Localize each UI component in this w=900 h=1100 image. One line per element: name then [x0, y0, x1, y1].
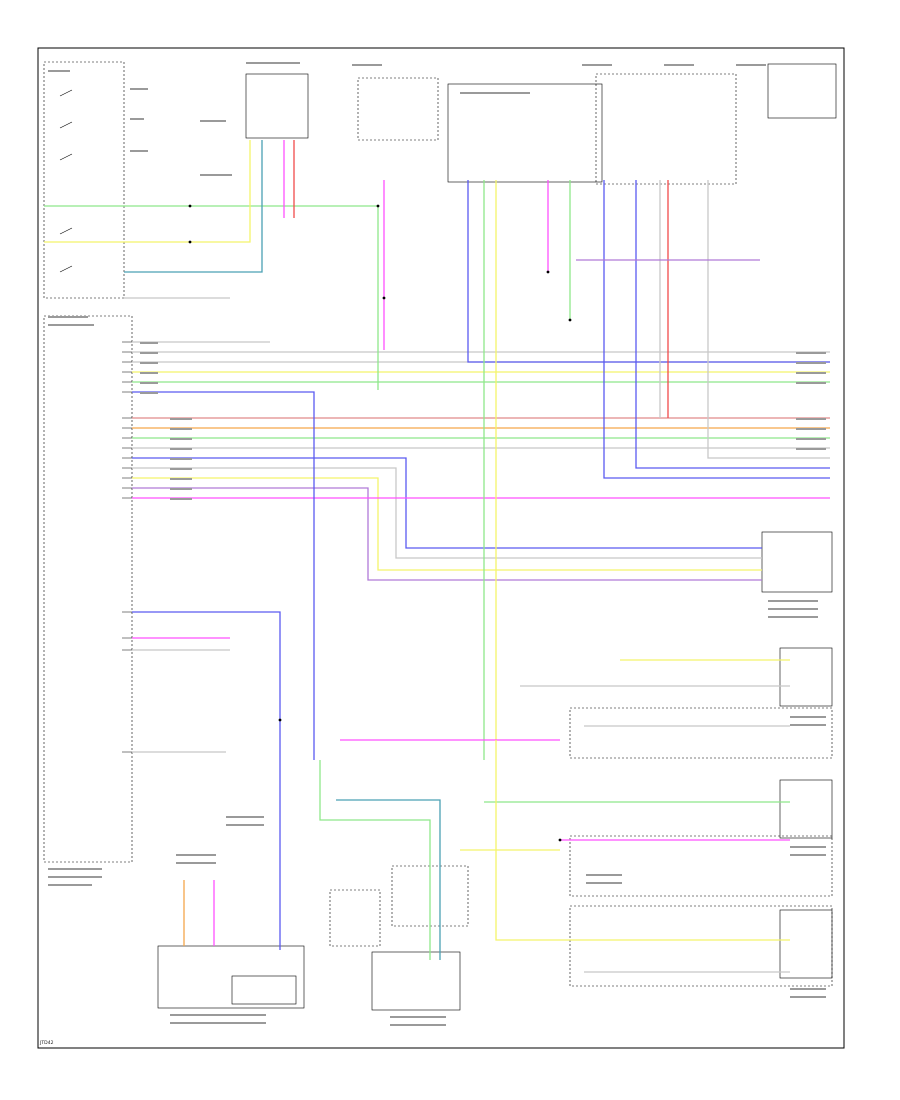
wire-teal-low [336, 799, 441, 960]
footer-code: JTD42 [39, 1040, 54, 1046]
wire-gray-v8 [707, 180, 830, 459]
wire-blue-3 [132, 391, 315, 760]
wire-yellow-top [44, 140, 251, 243]
wire-purple-1 [132, 487, 762, 581]
wire-gray-2 [132, 467, 762, 559]
wire-blue-2 [132, 611, 281, 950]
top-connectors [245, 63, 837, 185]
wire-teal-top [124, 140, 263, 273]
wire-blue-v2 [467, 180, 830, 363]
wires [44, 140, 830, 973]
bottom-components [157, 865, 469, 1011]
wire-green-low [319, 760, 431, 960]
wire-yellow-bottom [495, 740, 790, 941]
wire-blue-v4 [603, 180, 830, 479]
wire-blue-v5 [635, 180, 830, 469]
diagram-frame [37, 47, 845, 1049]
wire-yellow-1 [132, 477, 762, 571]
module-pin-ticks [122, 341, 132, 753]
driver-window-switch [43, 61, 125, 299]
junction-dots [188, 204, 572, 842]
front-door-module [43, 315, 133, 863]
right-components [569, 531, 833, 987]
label-marks [48, 62, 826, 1026]
wire-blue-1 [132, 457, 762, 549]
